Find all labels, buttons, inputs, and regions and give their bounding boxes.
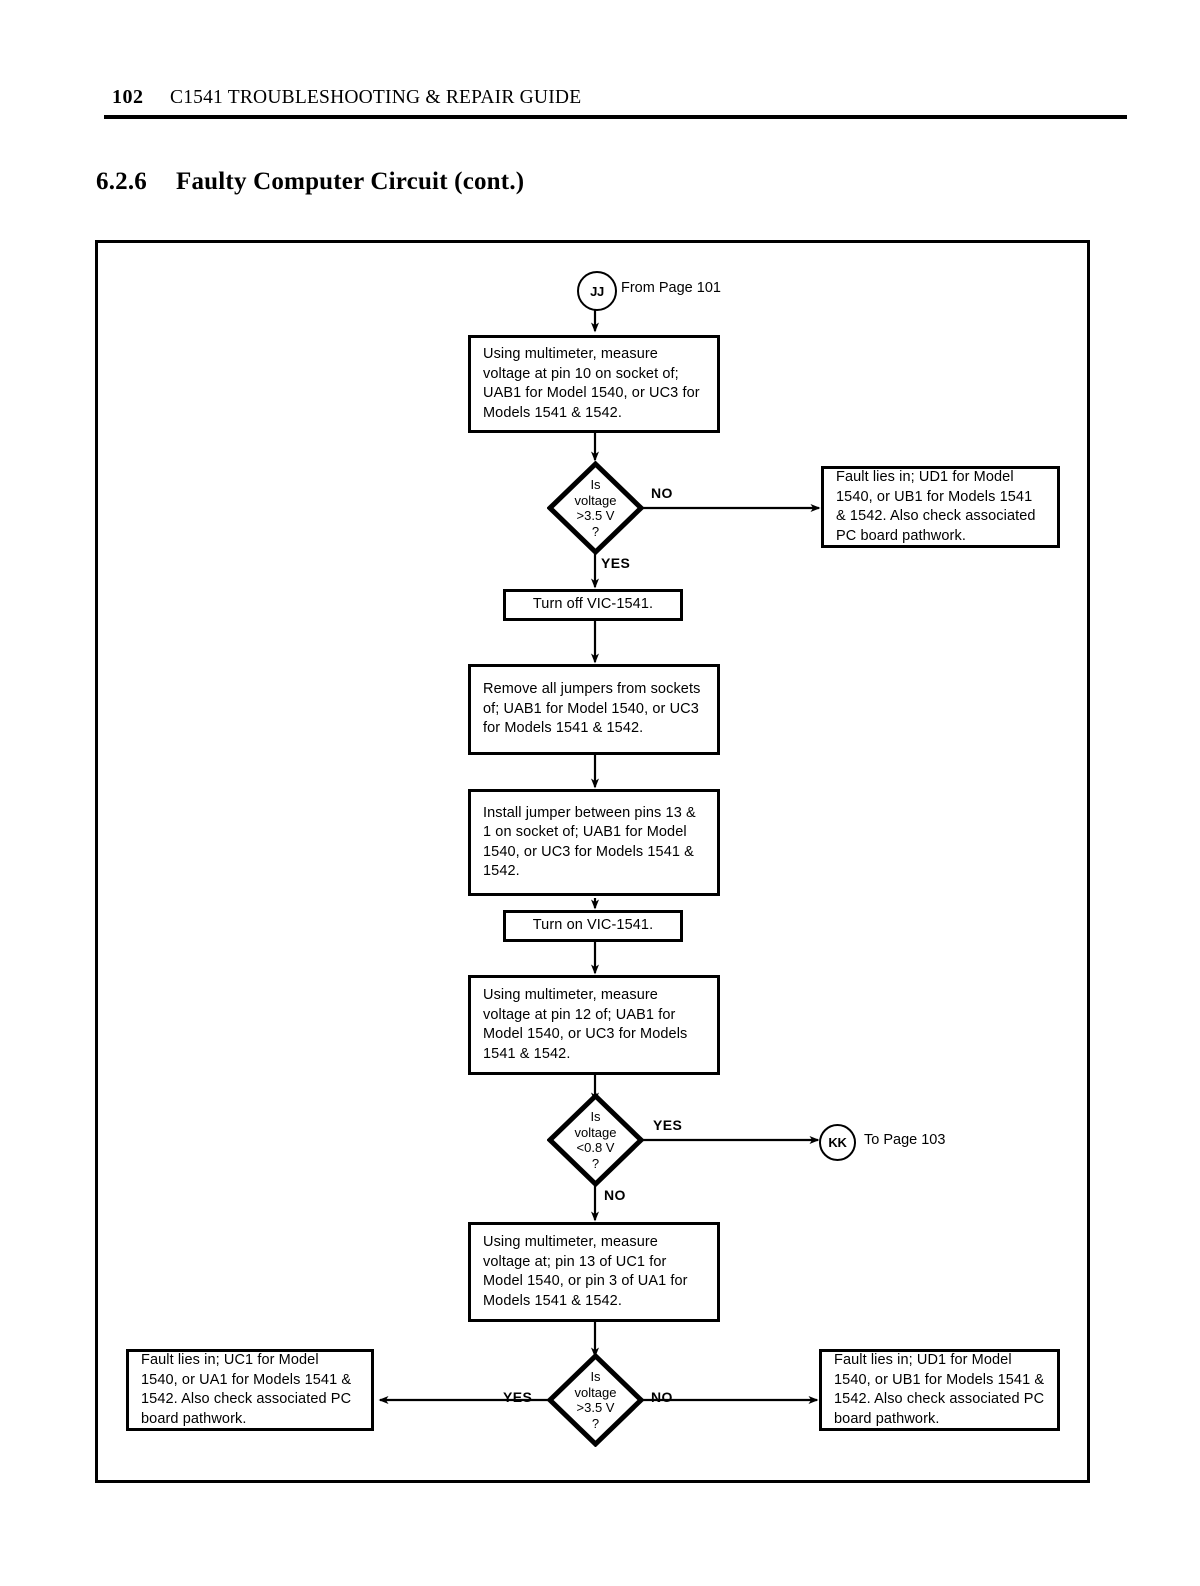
section-heading: 6.2.6 Faulty Computer Circuit (cont.)	[96, 168, 524, 196]
process-remove-jumpers: Remove all jumpers from sockets of; UAB1…	[468, 664, 720, 755]
terminal-fault-ud1-ub1-bottom: Fault lies in; UD1 for Model 1540, or UB…	[819, 1349, 1060, 1431]
flowchart-frame: JJ From Page 101 Using multimeter, measu…	[95, 240, 1090, 1483]
process-turn-on-vic1541: Turn on VIC-1541.	[503, 910, 683, 942]
process-turn-on-vic1541-text: Turn on VIC-1541.	[532, 917, 654, 934]
branch-label-d2-yes: YES	[653, 1117, 683, 1133]
decision-voltage-gt-3v5-first: Is voltage >3.5 V ?	[547, 461, 644, 555]
process-measure-pin10: Using multimeter, measure voltage at pin…	[468, 335, 720, 433]
connector-kk: KK	[819, 1124, 856, 1161]
page-header: 102 C1541 TROUBLESHOOTING & REPAIR GUIDE	[104, 86, 1104, 126]
connector-jj-caption: From Page 101	[621, 280, 721, 296]
terminal-fault-ud1-ub1-bottom-text: Fault lies in; UD1 for Model 1540, or UB…	[834, 1352, 1045, 1427]
branch-label-d1-no: NO	[651, 485, 673, 501]
decision-voltage-gt-3v5-second: Is voltage >3.5 V ?	[547, 1353, 644, 1447]
process-turn-off-vic1541: Turn off VIC-1541.	[503, 589, 683, 621]
branch-label-d3-yes: YES	[503, 1389, 533, 1405]
process-measure-pin10-text: Using multimeter, measure voltage at pin…	[483, 346, 700, 421]
process-measure-pin13-text: Using multimeter, measure voltage at; pi…	[483, 1234, 688, 1309]
process-install-jumper-text: Install jumper between pins 13 & 1 on so…	[483, 804, 696, 880]
process-measure-pin13: Using multimeter, measure voltage at; pi…	[468, 1222, 720, 1322]
branch-label-d3-no: NO	[651, 1389, 673, 1405]
branch-label-d1-yes: YES	[601, 555, 631, 571]
branch-label-d2-no: NO	[604, 1187, 626, 1203]
section-title: Faulty Computer Circuit (cont.)	[176, 168, 525, 195]
terminal-fault-ud1-ub1-top-text: Fault lies in; UD1 for Model 1540, or UB…	[836, 469, 1036, 544]
process-turn-off-vic1541-text: Turn off VIC-1541.	[532, 596, 654, 613]
process-measure-pin12: Using multimeter, measure voltage at pin…	[468, 975, 720, 1075]
connector-jj-label: JJ	[590, 283, 604, 299]
decision-voltage-lt-0v8: Is voltage <0.8 V ?	[547, 1093, 644, 1187]
connector-kk-caption: To Page 103	[864, 1132, 946, 1148]
header-divider	[104, 115, 1127, 119]
page-title: C1541 TROUBLESHOOTING & REPAIR GUIDE	[170, 87, 582, 108]
process-install-jumper: Install jumper between pins 13 & 1 on so…	[468, 789, 720, 896]
connector-jj: JJ	[577, 271, 617, 311]
terminal-fault-uc1-ua1-text: Fault lies in; UC1 for Model 1540, or UA…	[141, 1352, 352, 1427]
connector-kk-label: KK	[828, 1135, 847, 1150]
process-remove-jumpers-text: Remove all jumpers from sockets of; UAB1…	[483, 681, 701, 737]
process-measure-pin12-text: Using multimeter, measure voltage at pin…	[483, 987, 688, 1062]
section-number: 6.2.6	[96, 168, 147, 195]
page-number: 102	[112, 86, 144, 108]
terminal-fault-uc1-ua1: Fault lies in; UC1 for Model 1540, or UA…	[126, 1349, 374, 1431]
terminal-fault-ud1-ub1-top: Fault lies in; UD1 for Model 1540, or UB…	[821, 466, 1060, 548]
